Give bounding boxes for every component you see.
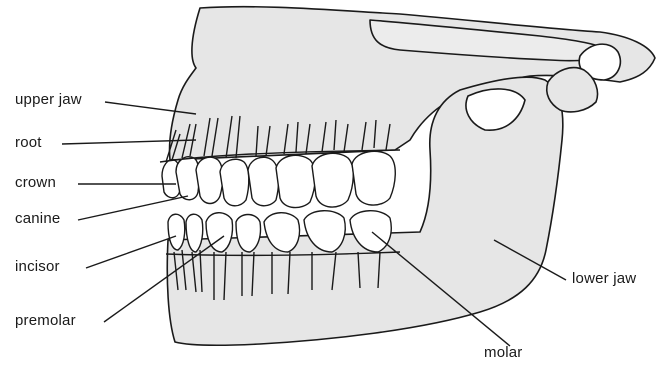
label-canine: canine [15, 210, 60, 227]
tooth [312, 153, 353, 207]
label-crown: crown [15, 174, 56, 191]
condyle-process [547, 68, 598, 112]
tooth [176, 157, 199, 200]
upper-teeth-group [162, 151, 395, 207]
tooth [352, 151, 395, 205]
label-lower-jaw: lower jaw [572, 270, 636, 287]
label-molar: molar [484, 344, 523, 361]
tooth [248, 157, 279, 206]
tooth [220, 159, 249, 206]
leader-incisor [86, 236, 176, 268]
label-upper-jaw: upper jaw [15, 91, 82, 108]
label-incisor: incisor [15, 258, 60, 275]
label-premolar: premolar [15, 312, 76, 329]
tooth [196, 157, 223, 203]
tooth [276, 155, 315, 207]
label-root: root [15, 134, 42, 151]
